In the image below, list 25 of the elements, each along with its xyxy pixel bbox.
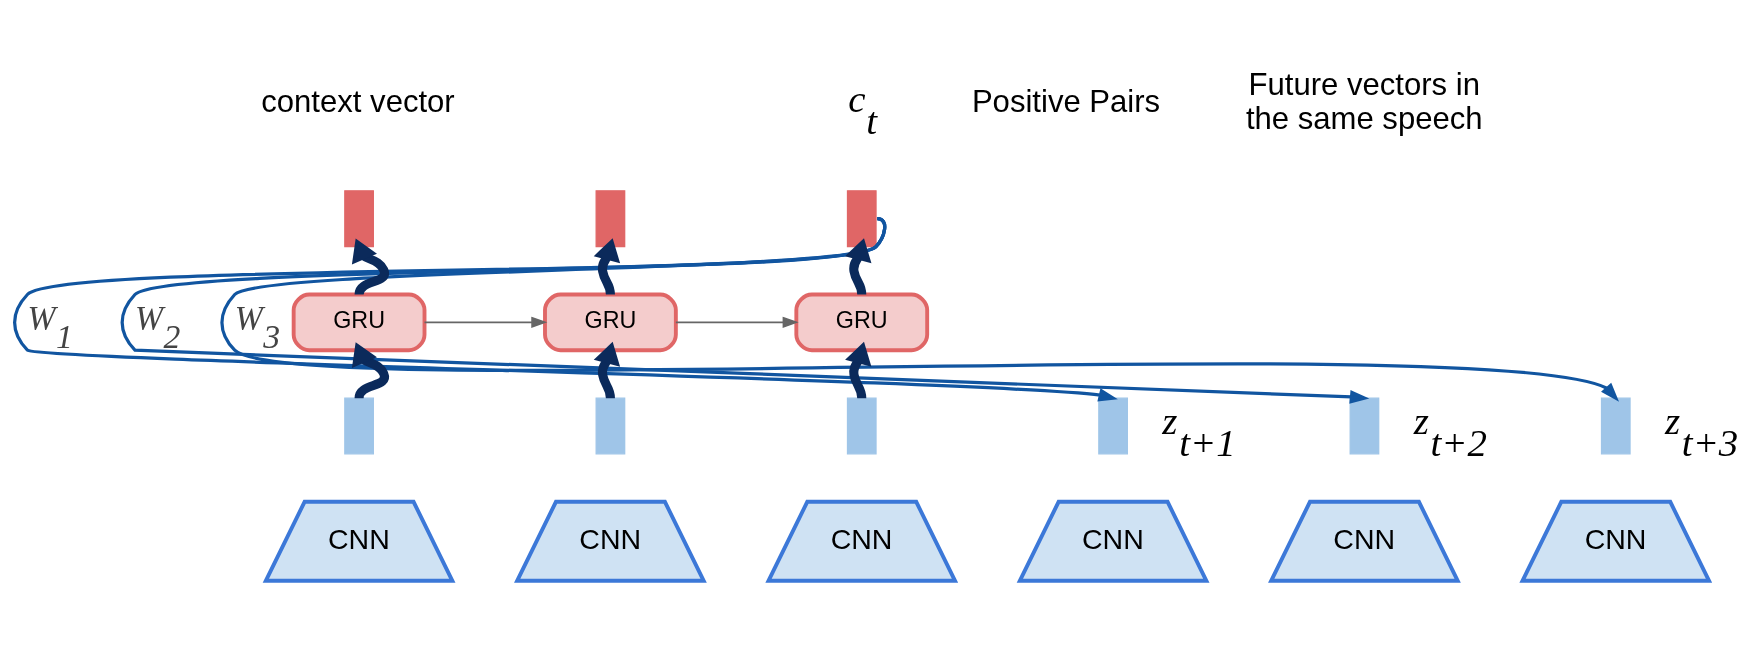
node-bar	[344, 397, 374, 455]
node-bar	[846, 190, 877, 248]
node-bar	[595, 190, 626, 248]
node-bar	[1600, 397, 1631, 455]
arrow	[675, 316, 799, 328]
arrow	[13, 218, 1118, 402]
node-bar	[344, 190, 374, 248]
node-bar	[1349, 397, 1380, 455]
arrow	[423, 316, 548, 328]
arrow	[845, 238, 872, 295]
label: Positive Pairs	[971, 84, 1161, 120]
arrow	[593, 341, 621, 399]
arrow	[845, 341, 872, 399]
label: Future vectors in the same speech	[1245, 67, 1483, 136]
node-box: GRU	[543, 292, 678, 353]
node-box: GRU	[794, 292, 930, 353]
node-label: context vector	[261, 84, 455, 120]
node-bar	[846, 397, 877, 455]
arrow	[351, 342, 389, 399]
arrow	[593, 238, 621, 295]
arrow	[220, 218, 1620, 402]
node-bar	[1098, 397, 1128, 455]
node-box: GRU	[291, 292, 427, 353]
arrow	[351, 238, 389, 296]
node-bar	[595, 397, 626, 455]
